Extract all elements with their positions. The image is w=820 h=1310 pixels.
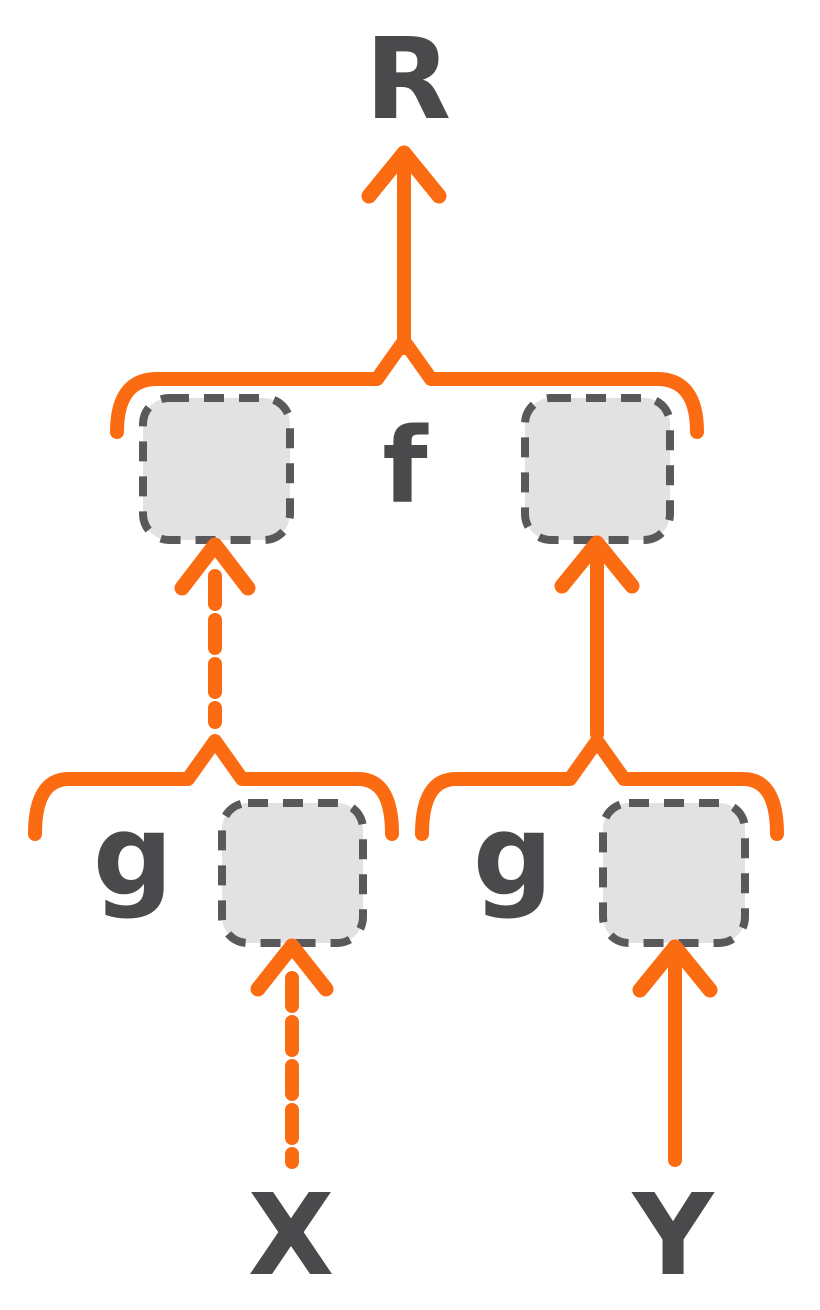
g-right-label: g	[473, 791, 553, 921]
arrow-gright-to-f	[554, 535, 640, 741]
f-right-arg-box	[521, 394, 674, 544]
result-label: R	[365, 15, 451, 145]
g-left-arg-box	[218, 799, 367, 947]
g-right-brace-icon	[415, 734, 784, 841]
arrow-gleft-to-f	[174, 537, 256, 729]
arrow-up-icon	[174, 537, 256, 596]
arrow-up-icon	[361, 145, 447, 204]
right-input-label: Y	[630, 1171, 715, 1301]
arrow-f-to-result	[361, 145, 447, 355]
g-left-brace-icon	[28, 734, 399, 841]
outer-function-label: f	[382, 405, 429, 527]
arrow-up-icon	[554, 535, 640, 594]
arrow-up-icon	[250, 938, 334, 997]
f-left-arg-box	[139, 394, 294, 544]
left-input-label: X	[248, 1171, 334, 1301]
arrow-x-to-gleft	[250, 938, 334, 1169]
arrow-y-to-gright	[632, 939, 718, 1167]
g-left-label: g	[93, 791, 173, 921]
f-args-brace-icon	[110, 334, 704, 439]
g-right-arg-box	[599, 799, 749, 947]
arrow-up-icon	[632, 939, 718, 998]
